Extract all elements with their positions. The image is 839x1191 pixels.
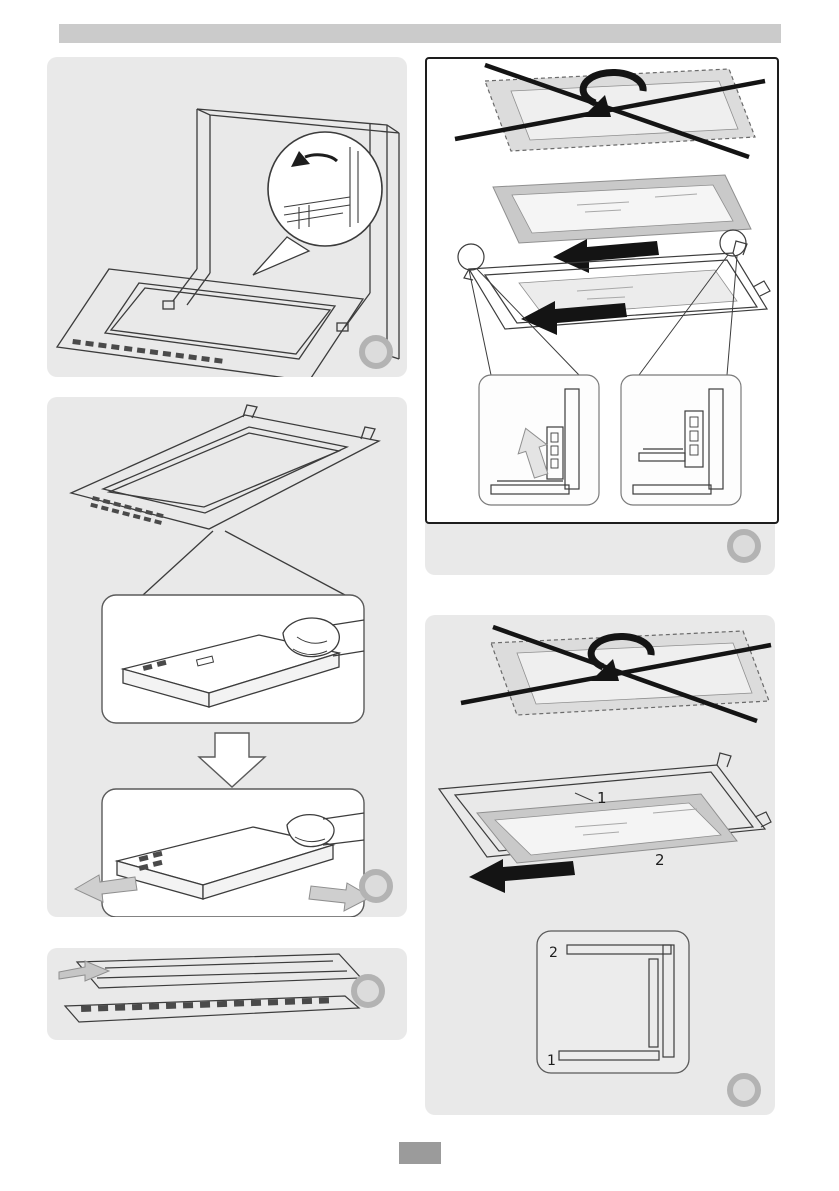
door-vent-slots — [90, 496, 164, 525]
press-catch-illustration — [120, 617, 365, 708]
remove-arrow-icon — [553, 239, 659, 273]
step-marker-circle — [359, 335, 393, 369]
door-frame — [457, 229, 771, 335]
exploded-view-frame — [425, 57, 779, 524]
slide-out-arrow-left-icon — [73, 874, 138, 903]
door-facedown-illustration — [69, 404, 381, 917]
insert-up-arrow-icon — [517, 427, 549, 479]
vent-strip-outline — [63, 995, 361, 1023]
step-marker-circle — [727, 529, 761, 563]
wrong-removal-illustration — [454, 62, 766, 160]
frame-number-label: 1 — [597, 789, 607, 807]
flip-arrow-icon — [587, 632, 655, 671]
rotate-arrow-icon — [304, 153, 339, 163]
slide-out-arrow-right-icon — [308, 882, 373, 912]
glass-position-lines — [558, 944, 675, 1061]
glass-number-label: 2 — [655, 851, 665, 869]
insert-arrow-icon — [58, 960, 111, 982]
inset-bottom-label: 1 — [547, 1053, 556, 1069]
flip-arrow-icon — [579, 68, 647, 107]
panel-trim-strip-step — [47, 948, 407, 1040]
glass-order-inset: 2 1 — [536, 930, 690, 1074]
bracket-right-holes — [689, 416, 699, 456]
open-door-lines — [55, 268, 365, 377]
wrong-removal-illustration — [460, 624, 772, 724]
cross-out-icon — [454, 62, 766, 160]
glass-order-illustration: 1 2 2 1 — [437, 624, 772, 1074]
panel-open-door-step — [47, 57, 407, 377]
panel-inner-glass-removal — [425, 57, 779, 575]
bracket-left-holes — [550, 432, 559, 469]
bracket-left-lines — [490, 388, 580, 495]
remove-arrow-icon — [521, 301, 627, 335]
slide-trim-illustration — [73, 812, 373, 912]
hinge-detail-magnifier — [252, 131, 383, 276]
middle-glass — [492, 174, 752, 273]
bracket-right-lines — [632, 388, 724, 495]
door-lines — [69, 404, 381, 596]
header-bar — [59, 24, 781, 43]
callout-circle-left — [457, 243, 485, 271]
panel-door-handling-step — [47, 397, 407, 917]
glass-panel-lines — [75, 953, 363, 989]
hand-illustration — [282, 617, 340, 658]
step-marker-circle — [351, 974, 385, 1008]
door-vent-slots — [72, 339, 223, 364]
frame-with-glass: 1 2 — [437, 752, 772, 893]
bracket-detail-right — [620, 374, 742, 506]
panel-glass-order-step: 1 2 2 1 — [425, 615, 775, 1115]
step-marker-circle — [727, 1073, 761, 1107]
callout-circle-right — [719, 229, 747, 257]
insert-arrow-icon — [469, 859, 575, 893]
strip-slots — [81, 997, 330, 1012]
down-arrow-icon — [197, 732, 267, 788]
step-marker-circle — [359, 869, 393, 903]
inset-top-label: 2 — [549, 945, 558, 961]
page-number-box — [399, 1142, 441, 1164]
inner-glass-exploded-illustration — [454, 62, 771, 506]
oven-body-lines — [172, 108, 400, 360]
open-oven-door-illustration — [55, 108, 400, 377]
callout-lines — [468, 254, 738, 376]
